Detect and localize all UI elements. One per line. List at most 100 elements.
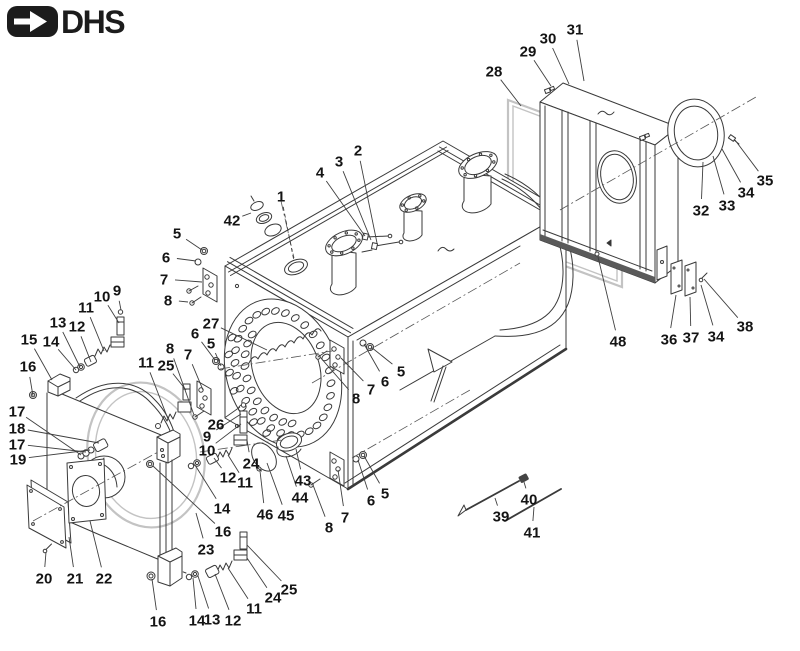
flange-bolt-hole	[333, 236, 337, 240]
callout-35-66: 35	[757, 173, 774, 190]
tube-hole	[246, 386, 256, 395]
callout-32-63: 32	[693, 203, 710, 220]
rod-41	[504, 488, 562, 522]
tube-hole	[262, 429, 272, 437]
callout-leader-39-72	[494, 497, 498, 506]
callout-8-8: 8	[164, 293, 172, 310]
callout-21-42: 21	[67, 571, 84, 588]
tube-hole	[229, 386, 239, 395]
callout-11-11: 11	[78, 300, 94, 317]
callout-leader-14-15	[57, 349, 77, 371]
callout-10-30: 10	[199, 443, 216, 460]
tube-hole	[240, 362, 250, 370]
callout-43-40: 43	[295, 473, 312, 490]
flange-bolt-hole	[485, 168, 490, 173]
tube-hole	[248, 407, 258, 416]
callout-9-29: 9	[203, 429, 211, 446]
callout-12-47: 12	[225, 613, 242, 630]
callout-leader-7-52	[337, 469, 344, 507]
flange-bolt-hole	[357, 238, 361, 242]
callout-leader-23-36	[195, 512, 204, 539]
callout-10-10: 10	[94, 289, 111, 306]
callout-2-1: 2	[354, 143, 362, 160]
callout-8-58: 8	[352, 391, 360, 408]
flange-bolt-hole	[327, 244, 331, 248]
tube-hole	[308, 330, 318, 339]
callout-leader-17-19	[27, 444, 87, 453]
callout-46-37: 46	[257, 507, 274, 524]
callout-leader-36-68	[670, 294, 677, 329]
callout-leader-27-21	[220, 327, 268, 351]
callout-5-5: 5	[173, 226, 181, 243]
flange-bolts	[361, 232, 404, 253]
callout-leader-9-9	[118, 300, 122, 311]
tube-hole	[230, 358, 240, 367]
callout-6-6: 6	[162, 250, 170, 267]
right-arrow-icon	[14, 11, 47, 32]
callout-7-25: 7	[184, 347, 192, 364]
callout-4-3: 4	[316, 165, 325, 182]
callout-33-64: 33	[719, 198, 736, 215]
callout-leader-7-25	[191, 364, 204, 391]
callout-13-46: 13	[204, 612, 221, 629]
callout-leader-16-35	[152, 465, 216, 524]
callout-17-19: 17	[9, 437, 26, 454]
callout-6-56: 6	[381, 374, 389, 391]
callout-leader-10-10	[107, 305, 120, 324]
callout-leader-16-16	[29, 376, 34, 397]
tube-hole	[287, 419, 297, 428]
flange-bolt-hole	[400, 203, 404, 207]
callout-23-36: 23	[198, 542, 215, 559]
callout-leader-30-61	[552, 47, 570, 85]
callout-leader-26-28	[224, 406, 241, 418]
callout-34-70: 34	[708, 329, 725, 346]
callout-leader-11-26	[149, 372, 169, 420]
tube-holes	[224, 307, 336, 444]
callout-leader-9-29	[215, 413, 242, 431]
cleaning-rods	[457, 473, 562, 522]
rod-fitting-40	[518, 473, 529, 483]
callout-leader-7-7	[174, 279, 203, 283]
tube-hole	[269, 413, 278, 422]
tube-hole	[249, 418, 258, 426]
inlet-plate	[66, 458, 107, 524]
callout-8-51: 8	[325, 520, 333, 537]
callout-16-16: 16	[20, 359, 37, 376]
callout-leader-31-62	[576, 39, 585, 82]
tube-hole	[240, 350, 250, 359]
callout-40-73: 40	[521, 492, 538, 509]
callout-leader-44-39	[285, 455, 297, 487]
callout-24-49: 24	[265, 590, 282, 607]
callout-31-62: 31	[567, 22, 584, 39]
callout-leader-25-27	[172, 373, 187, 391]
callout-leader-29-60	[533, 59, 552, 87]
callout-leader-24-49	[246, 557, 268, 589]
callout-20-41: 20	[36, 571, 53, 588]
tube-hole	[326, 391, 335, 400]
tube-hole	[276, 429, 285, 437]
flange-bolt-hole	[418, 194, 422, 198]
tube-hole	[261, 307, 271, 316]
callout-leaders	[25, 39, 759, 611]
flange-bolt-hole	[478, 152, 483, 157]
callout-7-52: 7	[341, 510, 349, 527]
tube-hole	[304, 427, 314, 436]
blower-housing	[29, 373, 183, 587]
callout-38-71: 38	[737, 319, 754, 336]
cover-plate-36	[670, 259, 683, 295]
callout-leader-24-31	[246, 439, 250, 453]
callout-leader-5-5	[185, 238, 203, 251]
flange-bolt-hole	[407, 196, 411, 200]
door-bottom-bar	[540, 234, 655, 283]
tube-hole	[224, 350, 234, 359]
front-tube-sheet	[223, 298, 343, 472]
flange-bolt-hole	[404, 208, 408, 212]
callout-1-0: 1	[277, 189, 285, 206]
callout-leader-4-3	[325, 180, 366, 237]
callout-14-45: 14	[189, 613, 206, 630]
flange-bolt-hole	[344, 231, 348, 235]
callout-leader-13-46	[197, 575, 210, 609]
tube-hole	[281, 309, 290, 317]
